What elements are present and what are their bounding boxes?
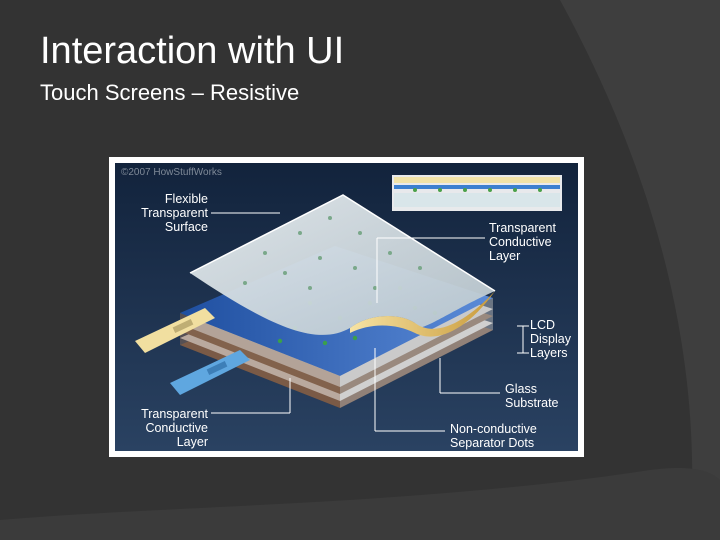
- label-glass-2: Substrate: [505, 396, 559, 410]
- label-nonconductive-2: Separator Dots: [450, 436, 534, 450]
- label-lcd-1: LCD: [530, 318, 555, 332]
- label-flexible-2: Transparent: [141, 206, 208, 220]
- label-lcd-2: Display: [530, 332, 572, 346]
- slide-title: Interaction with UI: [40, 30, 345, 72]
- flexible-surface: [189, 194, 496, 337]
- label-flexible-1: Flexible: [165, 192, 208, 206]
- label-tcl-top-1: Transparent: [489, 221, 556, 235]
- label-flexible-3: Surface: [165, 220, 208, 234]
- copyright-text: ©2007 HowStuffWorks: [121, 167, 222, 178]
- connector-tabs: [135, 308, 250, 395]
- label-lcd-3: Layers: [530, 346, 568, 360]
- label-tcl-bot-1: Transparent: [141, 407, 208, 421]
- diagram-labels: Flexible Transparent Surface Transparent…: [141, 192, 572, 450]
- label-tcl-top-3: Layer: [489, 249, 520, 263]
- label-tcl-top-2: Conductive: [489, 235, 552, 249]
- label-tcl-bot-2: Conductive: [145, 421, 208, 435]
- resistive-layers-illustration: ©2007 HowStuffWorks: [115, 163, 578, 451]
- label-nonconductive-1: Non-conductive: [450, 422, 537, 436]
- label-tcl-bot-3: Layer: [177, 435, 208, 449]
- slide-subtitle: Touch Screens – Resistive: [40, 80, 300, 105]
- touchscreen-diagram: ©2007 HowStuffWorks: [109, 157, 584, 457]
- leader-lines: [211, 212, 529, 432]
- layer-inset: [392, 175, 562, 211]
- label-glass-1: Glass: [505, 382, 537, 396]
